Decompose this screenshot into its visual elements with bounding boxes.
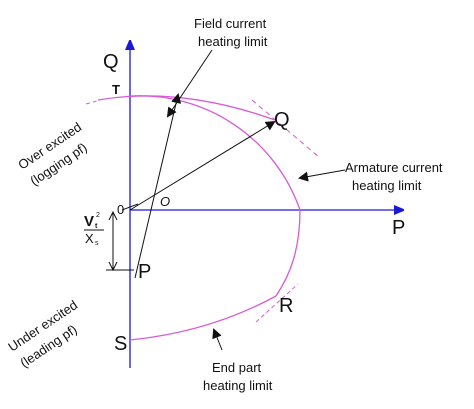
- q-point-label: Q: [274, 109, 290, 131]
- t-point-label: T: [112, 82, 120, 97]
- origin-label: 0: [117, 202, 124, 217]
- s-point-label: S: [114, 333, 127, 355]
- field-label-arrow: [166, 49, 213, 118]
- field-limit-label-line2: heating limit: [198, 34, 268, 49]
- p-axis-label: P: [392, 217, 405, 239]
- end-part-label-line2: heating limit: [203, 378, 273, 393]
- vt-subscript: t: [95, 223, 98, 230]
- end-part-label-line1: End part: [212, 360, 262, 375]
- armature-current-limit-curve: [129, 95, 301, 211]
- end-part-label-arrow: [212, 328, 223, 351]
- field-current-left-dash: [85, 99, 101, 105]
- armature-label-arrow: [298, 169, 346, 182]
- p-point-label: P: [138, 261, 151, 283]
- p-to-field-line: [134, 93, 182, 279]
- origin-tick: [121, 203, 139, 211]
- r-point-label: R: [279, 295, 293, 317]
- end-part-dash: [255, 283, 299, 323]
- origin-to-q-line: [129, 120, 276, 211]
- vt-dimension-top-arrow: [108, 210, 118, 221]
- field-limit-label-line1: Field current: [194, 16, 267, 31]
- field-current-limit-curve: [97, 95, 276, 121]
- xs-subscript: s: [95, 240, 99, 247]
- xs-symbol: X: [85, 231, 94, 246]
- end-part-limit-curve: [129, 295, 277, 341]
- armature-lower-curve: [275, 209, 301, 297]
- q-axis-label: Q: [103, 51, 119, 73]
- theta-label: O: [160, 194, 170, 209]
- vt-symbol: V: [84, 213, 94, 230]
- armature-limit-label-line1: Armature current: [345, 160, 443, 175]
- armature-upper-dash: [251, 99, 321, 159]
- vt-superscript: 2: [96, 212, 100, 219]
- armature-limit-label-line2: heating limit: [352, 178, 422, 193]
